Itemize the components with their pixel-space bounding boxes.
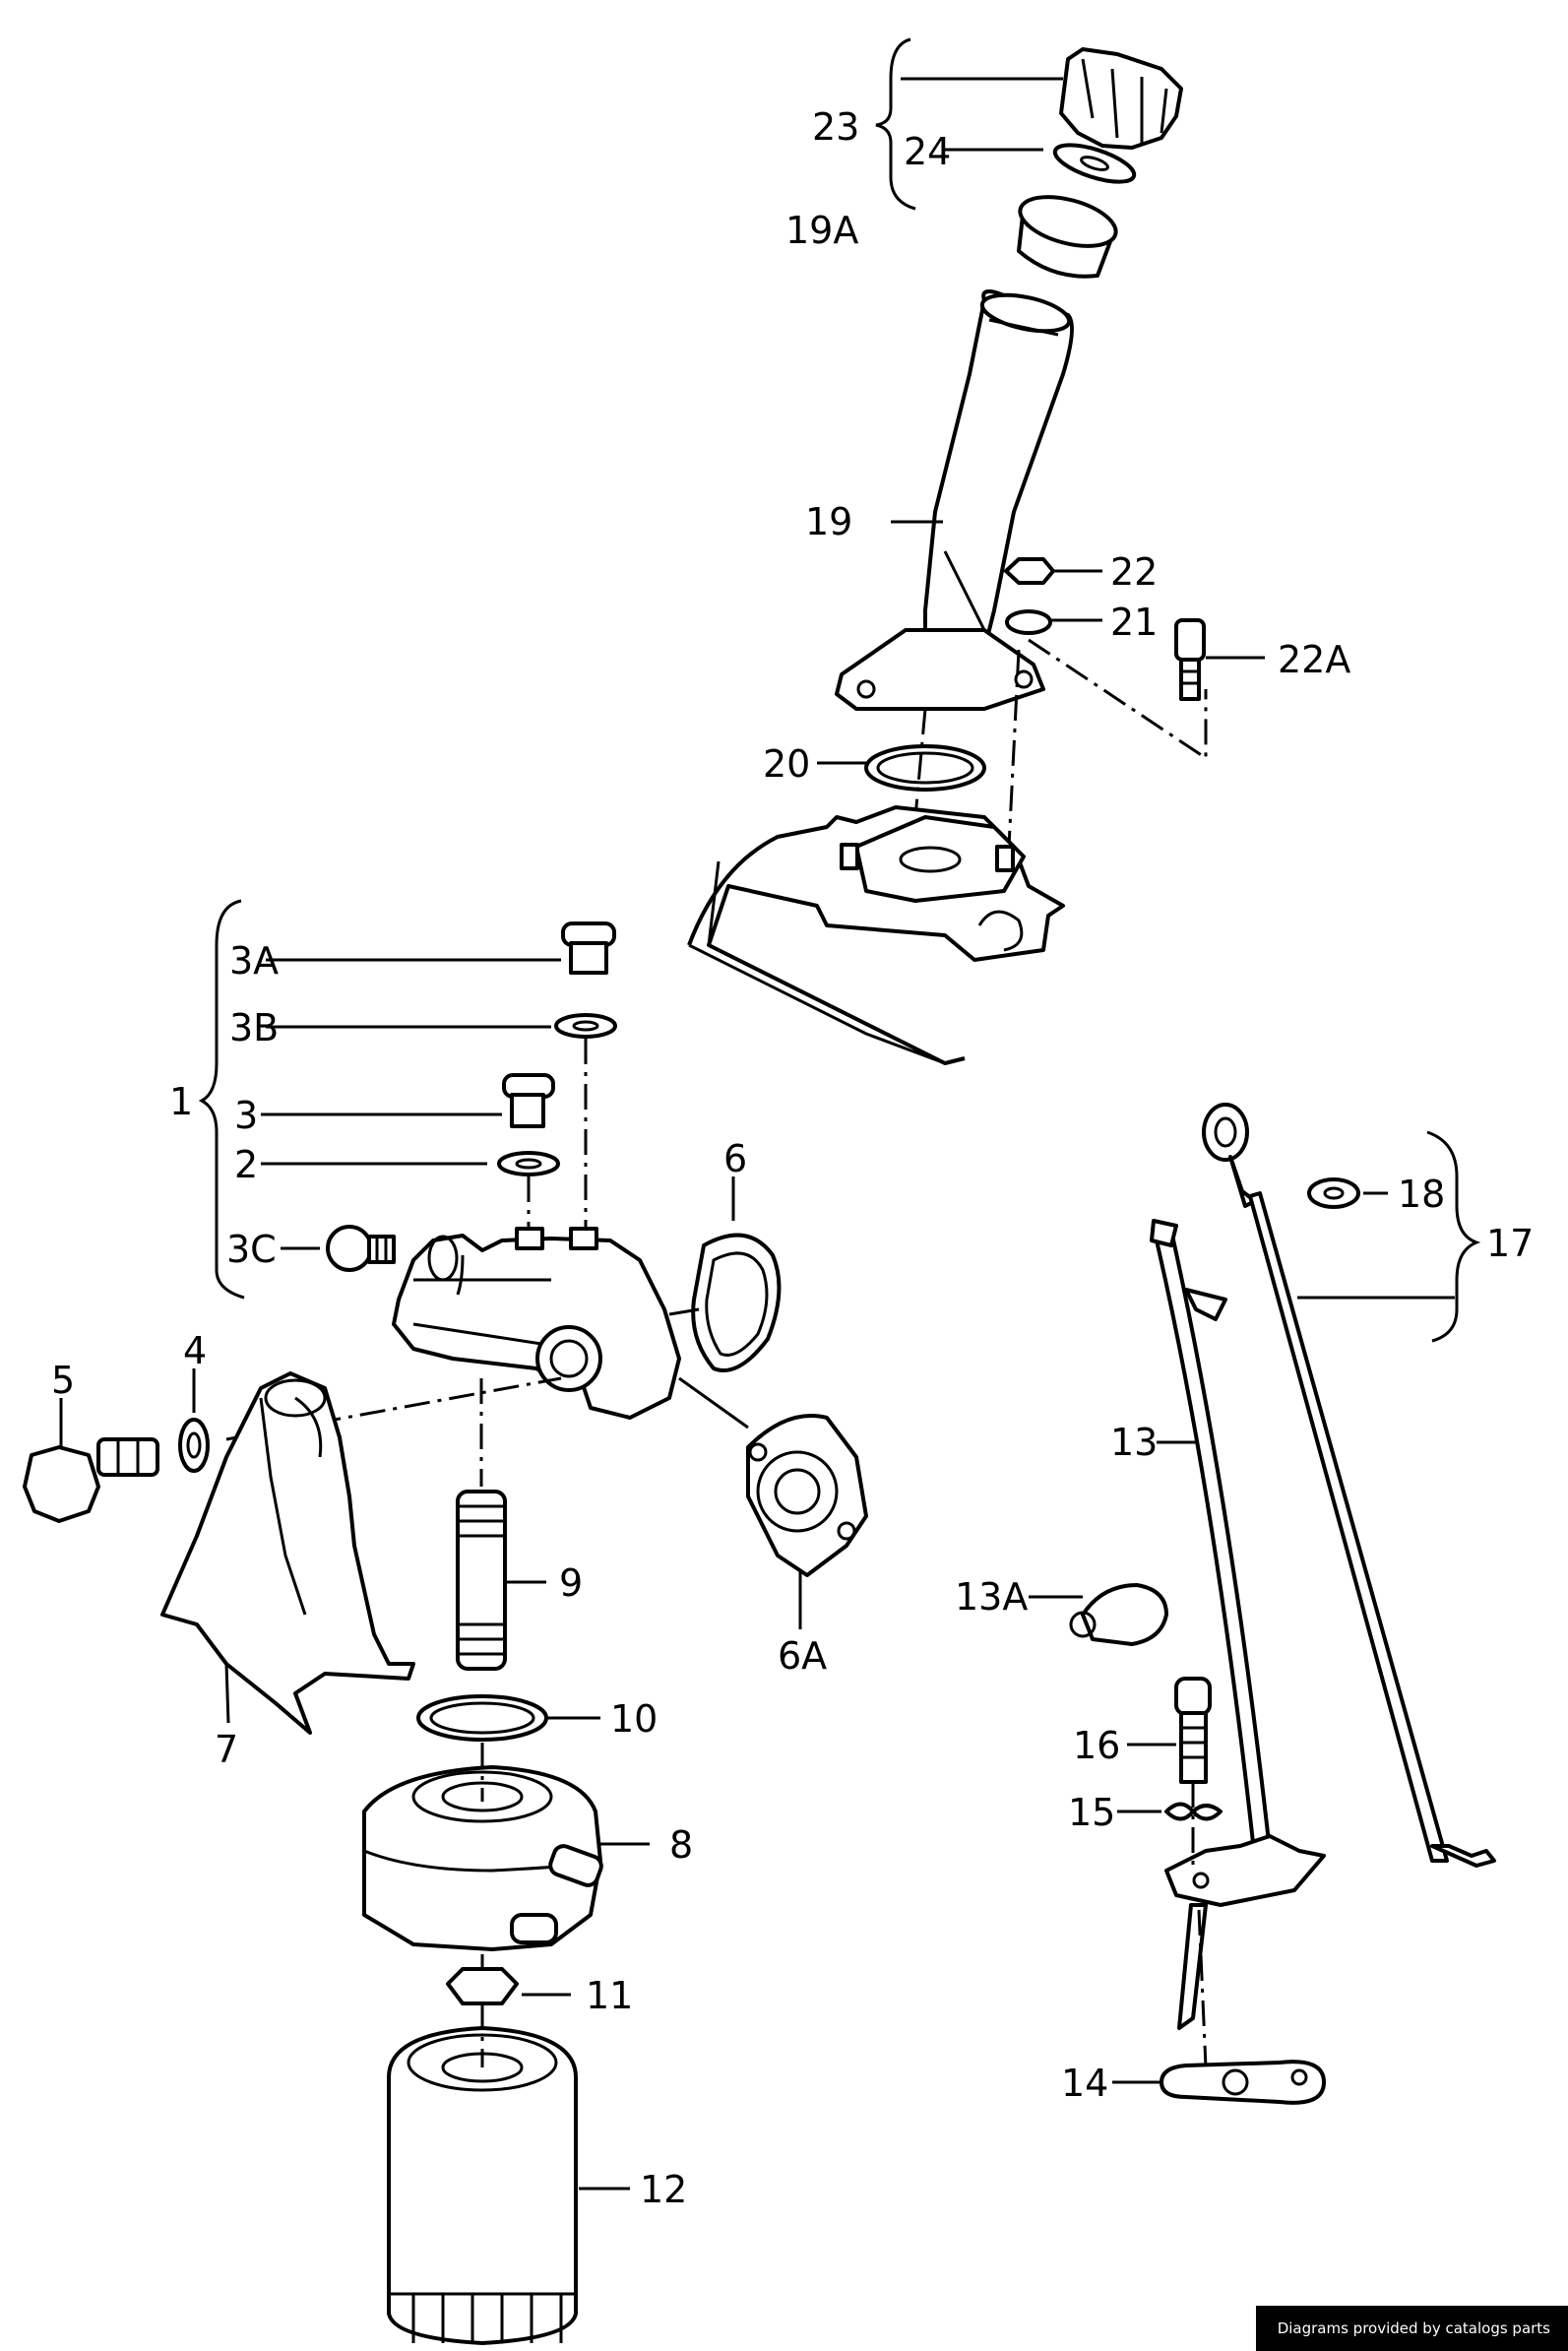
callout-16: 16 bbox=[1073, 1724, 1120, 1767]
bolt-16 bbox=[1174, 1677, 1212, 1784]
callout-15: 15 bbox=[1068, 1791, 1115, 1834]
callout-3: 3 bbox=[234, 1094, 258, 1137]
filler-cap bbox=[1059, 47, 1183, 150]
bracket-1 bbox=[198, 899, 245, 1300]
callout-18: 18 bbox=[1398, 1173, 1445, 1216]
callout-11: 11 bbox=[586, 1974, 633, 2017]
callout-12: 12 bbox=[640, 2168, 687, 2211]
callout-19: 19 bbox=[805, 500, 852, 543]
callout-9: 9 bbox=[559, 1561, 583, 1605]
callout-6A: 6A bbox=[778, 1634, 827, 1678]
callout-8: 8 bbox=[669, 1823, 693, 1867]
callout-22A: 22A bbox=[1278, 638, 1350, 681]
bolt bbox=[1174, 618, 1206, 701]
callout-7: 7 bbox=[215, 1728, 238, 1771]
callout-2: 2 bbox=[234, 1143, 258, 1186]
callout-14: 14 bbox=[1061, 2062, 1108, 2105]
callout-4: 4 bbox=[183, 1329, 207, 1372]
cylinder-head-section bbox=[687, 805, 1065, 1065]
callout-6: 6 bbox=[723, 1137, 747, 1180]
callout-22: 22 bbox=[1110, 550, 1158, 594]
callout-13: 13 bbox=[1110, 1421, 1158, 1464]
callout-3C: 3C bbox=[226, 1228, 277, 1271]
bolt-3C bbox=[326, 1225, 396, 1272]
gasket-6 bbox=[691, 1233, 782, 1372]
washer-15 bbox=[1164, 1802, 1223, 1821]
callout-20: 20 bbox=[763, 742, 810, 786]
callout-23: 23 bbox=[812, 105, 859, 149]
o-ring-18 bbox=[1307, 1177, 1360, 1209]
gasket-14 bbox=[1160, 2060, 1326, 2105]
oil-filter-housing bbox=[392, 1227, 681, 1420]
cap-seal bbox=[1052, 143, 1137, 184]
plate-6A bbox=[746, 1414, 868, 1577]
callout-3B: 3B bbox=[229, 1006, 279, 1049]
credit-badge: Diagrams provided by catalogs parts bbox=[1255, 2306, 1568, 2351]
oil-filter-12 bbox=[387, 2026, 578, 2345]
connecting-pipe-9 bbox=[456, 1490, 507, 1671]
heat-shield-7 bbox=[160, 1371, 415, 1735]
callout-3A: 3A bbox=[229, 939, 279, 983]
guide-tube-13 bbox=[1150, 1219, 1272, 1863]
callout-10: 10 bbox=[610, 1697, 658, 1741]
callout-1: 1 bbox=[169, 1080, 193, 1123]
callout-17: 17 bbox=[1486, 1222, 1534, 1265]
callout-24: 24 bbox=[904, 130, 951, 173]
nut-11 bbox=[446, 1967, 519, 2005]
filter-bracket-8 bbox=[362, 1765, 603, 1951]
washer bbox=[1005, 609, 1052, 635]
callout-13A: 13A bbox=[955, 1575, 1028, 1619]
plug-3 bbox=[502, 1073, 555, 1128]
plug-3A bbox=[561, 921, 616, 975]
callout-21: 21 bbox=[1110, 601, 1158, 644]
sleeve-insert bbox=[1017, 195, 1118, 279]
callout-5: 5 bbox=[51, 1359, 75, 1402]
banjo-bolt bbox=[23, 1437, 159, 1523]
bracket-17 bbox=[1426, 1130, 1481, 1343]
sealing-washer-4 bbox=[178, 1418, 210, 1473]
nut bbox=[1004, 557, 1055, 585]
filler-neck bbox=[923, 289, 1074, 652]
filler-neck-flange bbox=[835, 628, 1045, 711]
tube-mount-flange bbox=[1164, 1834, 1326, 2030]
bracket-23 bbox=[875, 37, 916, 211]
clip-13A bbox=[1069, 1583, 1168, 1646]
dipstick bbox=[1202, 1103, 1496, 1868]
callout-19A: 19A bbox=[785, 209, 858, 252]
